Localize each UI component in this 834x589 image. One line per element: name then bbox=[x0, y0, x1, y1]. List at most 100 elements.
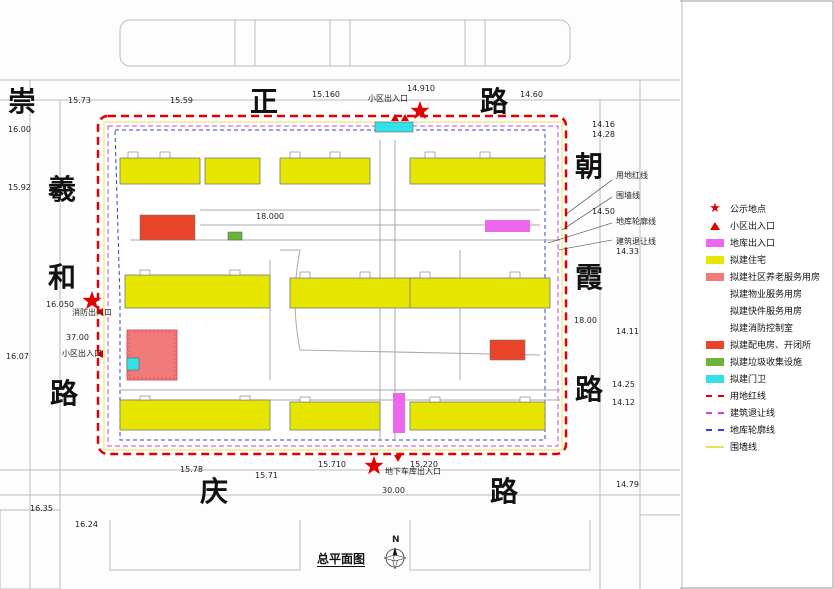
legend-label: 建筑退让线 bbox=[730, 409, 776, 419]
legend-label: 拟建物业服务用房 bbox=[730, 290, 803, 300]
compass-label: N bbox=[392, 535, 400, 545]
elevation: 14.12 bbox=[612, 398, 635, 407]
notice-stars bbox=[82, 101, 430, 475]
road-label-east-3: 路 bbox=[575, 373, 604, 406]
elevation: 15.92 bbox=[8, 183, 31, 192]
elderly-service-building bbox=[126, 329, 178, 381]
legend-item: 用地红线 bbox=[706, 387, 831, 404]
elevation: 15.710 bbox=[318, 460, 346, 469]
guard-house-north bbox=[374, 121, 414, 133]
legend-item: 小区出入口 bbox=[706, 217, 831, 234]
road-label-south-2: 路 bbox=[490, 475, 519, 508]
power-room-2 bbox=[489, 339, 526, 361]
legend-item: 拟建物业服务用房 bbox=[706, 285, 831, 302]
triangle-icon bbox=[706, 221, 724, 230]
title-underline bbox=[317, 566, 365, 567]
elevation: 15.160 bbox=[312, 90, 340, 99]
legend-label: 围墙线 bbox=[730, 443, 758, 453]
elevation: 15.59 bbox=[170, 96, 193, 105]
legend-label: 公示地点 bbox=[730, 205, 767, 215]
road-label-west-2: 和 bbox=[48, 261, 77, 294]
basement-outline bbox=[114, 129, 546, 441]
elevation: 14.16 bbox=[592, 120, 615, 129]
label-fence: 围墙线 bbox=[616, 191, 640, 200]
elevation: 15.220 bbox=[410, 460, 438, 469]
legend-color-swatch bbox=[706, 272, 724, 281]
label-basement: 地库轮廓线 bbox=[616, 217, 656, 226]
elevation: 16.050 bbox=[46, 300, 74, 309]
legend-label: 地库轮廓线 bbox=[730, 426, 776, 436]
legend-label: 拟建门卫 bbox=[730, 375, 767, 385]
legend-item: 地库轮廓线 bbox=[706, 421, 831, 438]
legend-item: 地库出入口 bbox=[706, 234, 831, 251]
road-label-chong: 崇 bbox=[8, 85, 37, 118]
elevation: 18.00 bbox=[574, 316, 597, 325]
gate-label-south: 地下车库出入口 bbox=[385, 467, 441, 476]
compass-graphic bbox=[383, 547, 407, 570]
elevation: 16.00 bbox=[8, 125, 31, 134]
legend-label: 拟建快件服务用房 bbox=[730, 307, 803, 317]
label-red-line: 用地红线 bbox=[616, 171, 648, 180]
legend: ★公示地点小区出入口地库出入口拟建住宅拟建社区养老服务用房拟建物业服务用房拟建快… bbox=[706, 200, 831, 455]
legend-item: 拟建快件服务用房 bbox=[706, 302, 831, 319]
guard-house-west bbox=[126, 357, 140, 371]
legend-line-swatch bbox=[706, 428, 724, 431]
legend-item: ★公示地点 bbox=[706, 200, 831, 217]
road-label-west-1: 羲 bbox=[48, 173, 77, 206]
legend-blank-swatch bbox=[706, 324, 724, 332]
elevation: 18.000 bbox=[256, 212, 284, 221]
garage-entrance-2 bbox=[393, 393, 405, 433]
legend-label: 小区出入口 bbox=[730, 222, 776, 232]
gate-label-north: 小区出入口 bbox=[368, 94, 408, 103]
legend-item: 建筑退让线 bbox=[706, 404, 831, 421]
gate-label-west-2: 小区出入口 bbox=[62, 349, 102, 358]
legend-color-swatch bbox=[706, 374, 724, 383]
elevation: 16.24 bbox=[75, 520, 98, 529]
legend-blank-swatch bbox=[706, 307, 724, 315]
elevation: 14.33 bbox=[616, 247, 639, 256]
residential-buildings bbox=[119, 157, 551, 431]
elevation: 15.78 bbox=[180, 465, 203, 474]
setback-line bbox=[107, 125, 559, 447]
map-title: 总平面图 bbox=[317, 552, 366, 566]
legend-item: 围墙线 bbox=[706, 438, 831, 455]
road-label-south-1: 庆 bbox=[200, 475, 229, 508]
legend-color-swatch bbox=[706, 357, 724, 366]
elevation: 14.28 bbox=[592, 130, 615, 139]
legend-color-swatch bbox=[706, 255, 724, 264]
legend-label: 拟建配电房、开闭所 bbox=[730, 341, 812, 351]
entrance-triangles bbox=[96, 114, 409, 462]
legend-item: 拟建垃圾收集设施 bbox=[706, 353, 831, 370]
elevation: 37.00 bbox=[66, 333, 89, 342]
legend-blank-swatch bbox=[706, 290, 724, 298]
legend-label: 地库出入口 bbox=[730, 239, 776, 249]
legend-label: 拟建住宅 bbox=[730, 256, 767, 266]
elevation: 14.25 bbox=[612, 380, 635, 389]
road-label-east-2: 霞 bbox=[575, 261, 604, 294]
legend-item: 拟建门卫 bbox=[706, 370, 831, 387]
fence-line bbox=[103, 121, 563, 451]
legend-color-swatch bbox=[706, 238, 724, 247]
gate-label-west-1: 消防出入口 bbox=[72, 308, 112, 317]
road-label-north-1: 正 bbox=[250, 85, 279, 118]
legend-item: 拟建配电房、开闭所 bbox=[706, 336, 831, 353]
power-room-1 bbox=[139, 214, 196, 241]
elevation: 15.71 bbox=[255, 471, 278, 480]
legend-color-swatch bbox=[706, 340, 724, 349]
label-setback: 建筑退让线 bbox=[616, 237, 656, 246]
legend-item: 拟建社区养老服务用房 bbox=[706, 268, 831, 285]
legend-item: 拟建住宅 bbox=[706, 251, 831, 268]
legend-line-swatch bbox=[706, 394, 724, 397]
legend-line-swatch bbox=[706, 411, 724, 414]
elevation: 30.00 bbox=[382, 486, 405, 495]
road-network bbox=[0, 19, 680, 589]
road-label-north-2: 路 bbox=[480, 85, 509, 118]
legend-label: 拟建垃圾收集设施 bbox=[730, 358, 803, 368]
elevation: 14.79 bbox=[616, 480, 639, 489]
legend-label: 拟建社区养老服务用房 bbox=[730, 273, 821, 283]
site-red-line bbox=[96, 114, 568, 456]
elevation: 14.910 bbox=[407, 84, 435, 93]
elevation: 15.73 bbox=[68, 96, 91, 105]
legend-item: 拟建消防控制室 bbox=[706, 319, 831, 336]
